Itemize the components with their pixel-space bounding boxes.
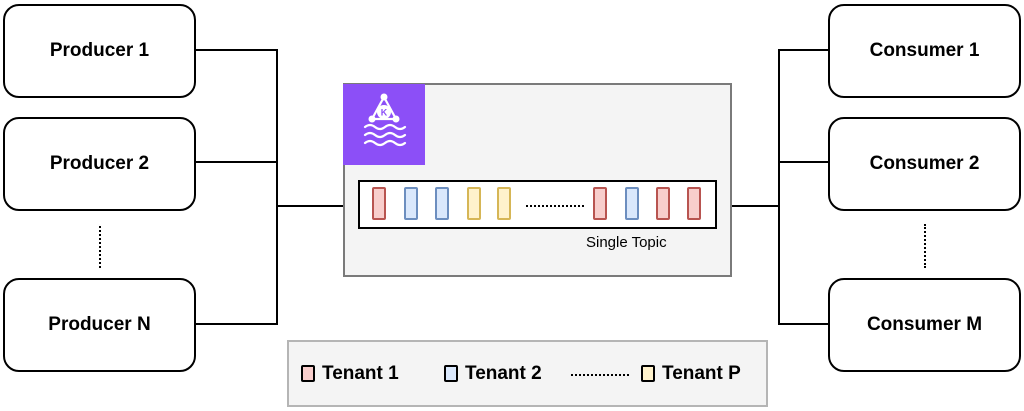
message-tenant-1 xyxy=(687,187,701,220)
message-tenant-p xyxy=(467,187,481,220)
consumer-bus-line xyxy=(778,49,828,325)
legend-swatch-tenant-1 xyxy=(301,365,315,382)
consumer-2-box: Consumer 2 xyxy=(828,117,1021,211)
consumer-2-label: Consumer 2 xyxy=(869,153,980,174)
consumer-ellipsis xyxy=(924,224,926,268)
producer-ellipsis xyxy=(99,226,101,268)
message-tenant-2 xyxy=(435,187,449,220)
message-ellipsis xyxy=(526,205,584,207)
legend-label-tenant-2: Tenant 2 xyxy=(465,363,542,384)
consumer-m-box: Consumer M xyxy=(828,278,1021,372)
message-tenant-1 xyxy=(372,187,386,220)
producer-n-box: Producer N xyxy=(3,278,196,372)
legend xyxy=(287,340,768,407)
topic-label: Single Topic xyxy=(586,234,667,251)
consumer-1-box: Consumer 1 xyxy=(828,4,1021,98)
message-tenant-1 xyxy=(656,187,670,220)
message-tenant-2 xyxy=(625,187,639,220)
message-tenant-p xyxy=(497,187,511,220)
producer-1-label: Producer 1 xyxy=(49,40,150,61)
producer-1-box: Producer 1 xyxy=(3,4,196,98)
kafka-tile: K xyxy=(343,84,425,165)
kafka-icon: K xyxy=(363,93,407,147)
producer-2-label: Producer 2 xyxy=(49,153,150,174)
producer-bus-line xyxy=(196,49,278,325)
legend-label-tenant-1: Tenant 1 xyxy=(322,363,399,384)
message-tenant-1 xyxy=(593,187,607,220)
producer-2-box: Producer 2 xyxy=(3,117,196,211)
producer-n-label: Producer N xyxy=(48,314,151,335)
legend-ellipsis xyxy=(571,374,629,376)
legend-swatch-tenant-p xyxy=(641,365,655,382)
legend-swatch-tenant-2 xyxy=(444,365,458,382)
consumer-1-label: Consumer 1 xyxy=(869,40,980,61)
message-tenant-2 xyxy=(404,187,418,220)
legend-label-tenant-p: Tenant P xyxy=(662,363,741,384)
kafka-icon-letter: K xyxy=(381,108,388,118)
consumer-m-label: Consumer M xyxy=(866,314,983,335)
